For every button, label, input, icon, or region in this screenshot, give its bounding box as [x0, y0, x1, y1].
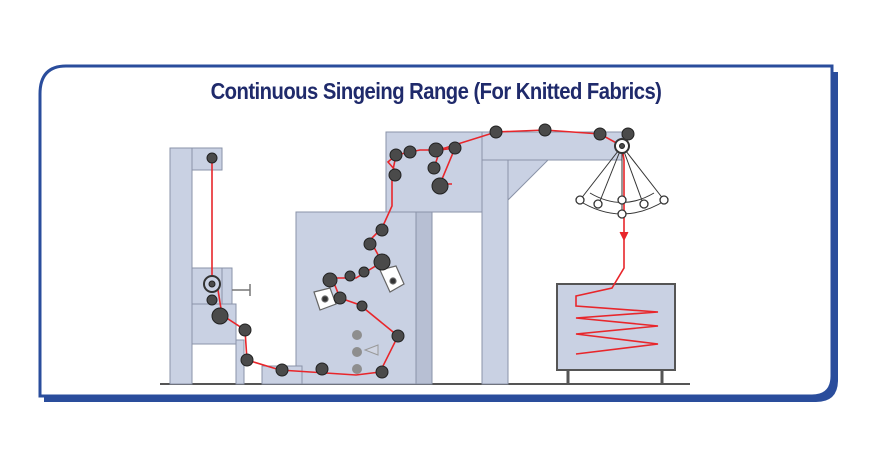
roller	[275, 363, 289, 377]
singeing-chamber	[295, 211, 417, 385]
roller	[211, 307, 229, 325]
roller	[333, 291, 347, 305]
frame-brace	[507, 159, 550, 202]
roller	[240, 353, 254, 367]
roller	[427, 161, 441, 175]
roller	[208, 280, 216, 288]
page-title: Continuous Singeing Range (For Knitted F…	[210, 78, 662, 104]
roller	[448, 141, 462, 155]
roller	[388, 168, 402, 182]
roller	[344, 270, 356, 282]
chamber-side-panel	[415, 211, 433, 385]
entry-guide-bar	[232, 284, 251, 296]
roller	[206, 294, 218, 306]
pendulum-folder-icon	[575, 145, 669, 242]
fabric-bin-icon	[556, 283, 676, 384]
roller	[375, 223, 389, 237]
roller	[356, 300, 368, 312]
roller	[389, 148, 403, 162]
roller	[358, 266, 370, 278]
roller	[428, 142, 444, 158]
roller	[538, 123, 552, 137]
roller	[373, 253, 391, 271]
roller	[375, 365, 389, 379]
cooling-fan-icon	[352, 330, 379, 374]
roller	[403, 145, 417, 159]
roller	[206, 152, 218, 164]
roller	[315, 362, 329, 376]
roller	[238, 323, 252, 337]
roller	[489, 125, 503, 139]
burner-icon	[313, 265, 405, 311]
roller	[391, 329, 405, 343]
roller	[619, 143, 625, 149]
roller-icon	[203, 123, 635, 379]
frame-border	[38, 64, 834, 398]
roller	[322, 272, 338, 288]
roller	[363, 237, 377, 251]
roller	[593, 127, 607, 141]
roller	[431, 177, 449, 195]
roller	[621, 127, 635, 141]
